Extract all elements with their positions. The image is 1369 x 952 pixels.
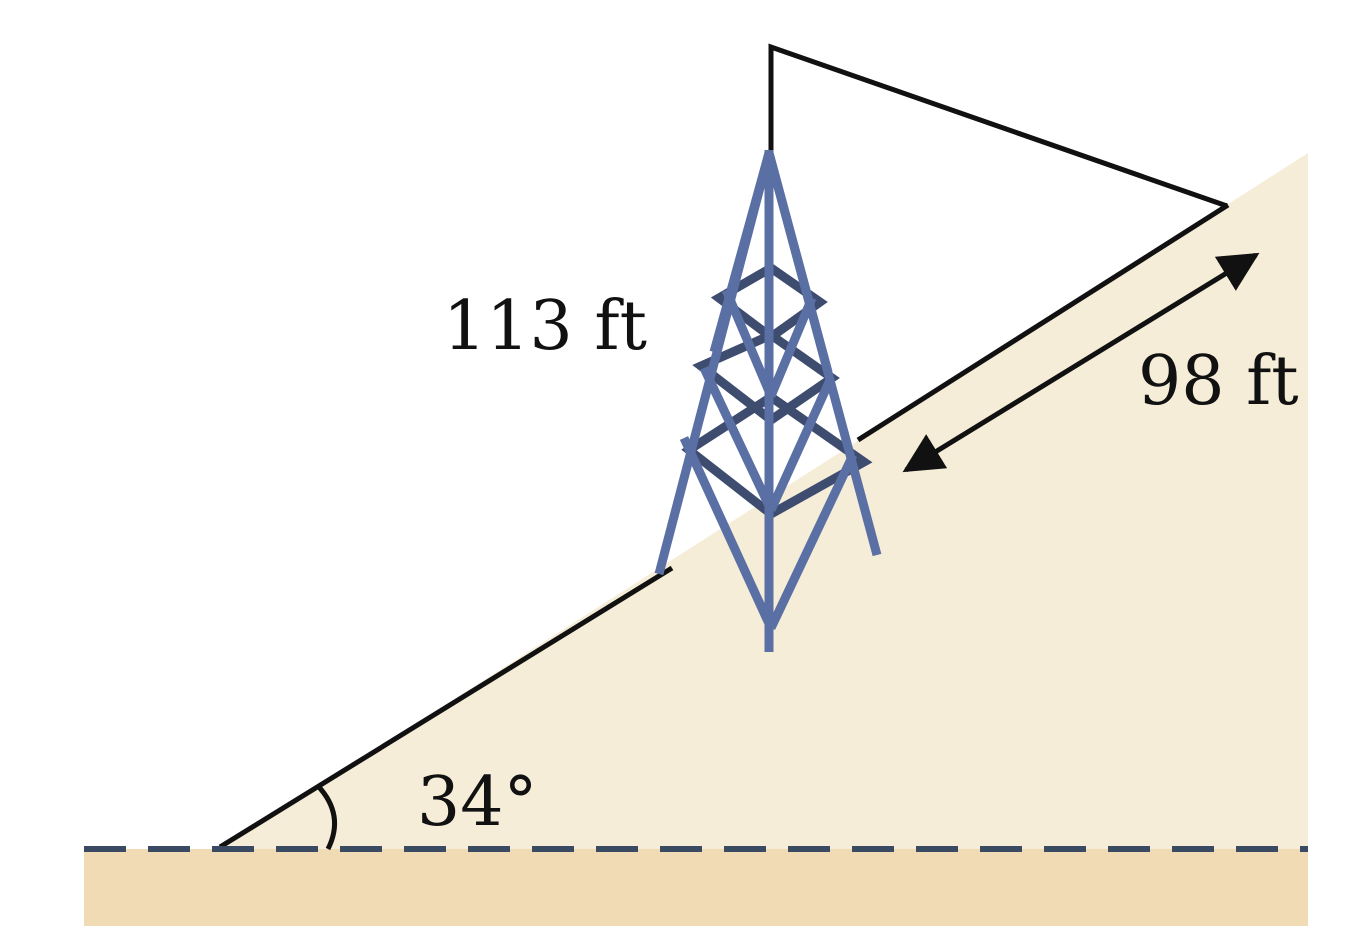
tower-inner-right <box>764 151 833 374</box>
tower-inner-left <box>709 151 774 354</box>
lattice-tower <box>654 150 882 652</box>
tower-height-label: 113 ft <box>443 287 647 366</box>
angle-arc <box>316 784 337 851</box>
angle-label: 34° <box>417 763 538 842</box>
tower-diag-5 <box>679 436 776 630</box>
slope-line-lower <box>218 565 674 850</box>
tower-diag-3 <box>699 366 776 512</box>
tower-diag-6 <box>766 453 858 630</box>
tower-diag-1 <box>721 288 776 398</box>
ground-band <box>84 849 1308 926</box>
slope-distance-arrow <box>902 252 1260 473</box>
slope-distance-label: 98 ft <box>1138 342 1299 421</box>
support-wire <box>768 43 1228 209</box>
tower-diag-2 <box>766 296 817 398</box>
tower-diag-4 <box>766 378 835 512</box>
